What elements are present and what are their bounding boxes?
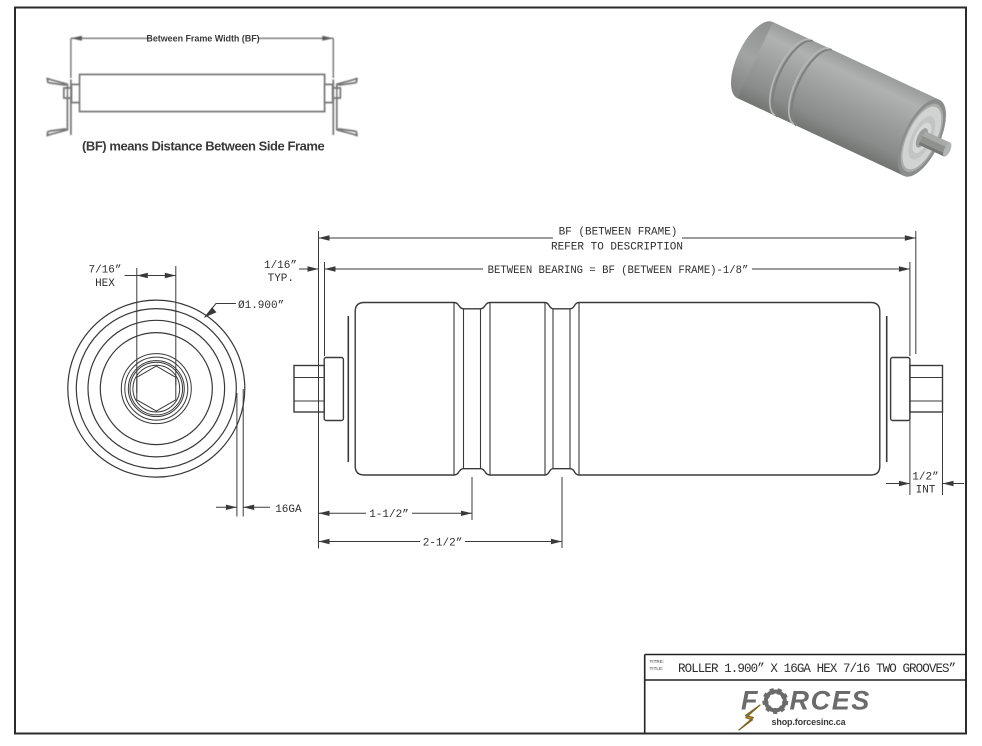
svg-text:2-1/2”: 2-1/2” [423, 538, 463, 550]
svg-text:BF (BETWEEN FRAME): BF (BETWEEN FRAME) [559, 227, 678, 239]
svg-text:16GA: 16GA [275, 504, 302, 516]
svg-text:Ø1.900”: Ø1.900” [238, 300, 284, 312]
svg-text:shop.forcesinc.ca: shop.forcesinc.ca [772, 717, 847, 727]
svg-text:REFER TO DESCRIPTION: REFER TO DESCRIPTION [551, 242, 683, 254]
svg-text:1-1/2”: 1-1/2” [369, 509, 409, 521]
svg-text:Between Frame Width (BF): Between Frame Width (BF) [146, 34, 259, 44]
svg-text:1/16”: 1/16” [264, 260, 297, 272]
svg-text:INT: INT [916, 485, 936, 497]
svg-text:1/2”: 1/2” [912, 472, 938, 484]
svg-text:TITLE:: TITLE: [650, 666, 664, 671]
svg-text:7/16”: 7/16” [88, 265, 121, 277]
svg-text:RCES: RCES [790, 686, 871, 716]
svg-text:HEX: HEX [95, 278, 115, 290]
svg-text:TYP.: TYP. [268, 273, 294, 285]
svg-text:TITRE:: TITRE: [650, 659, 665, 664]
svg-text:BETWEEN BEARING = BF (BETWEEN: BETWEEN BEARING = BF (BETWEEN FRAME)-1/8… [488, 265, 749, 277]
svg-text:F: F [741, 686, 759, 716]
svg-text:(BF) means Distance Between Si: (BF) means Distance Between Side Frame [82, 139, 324, 154]
svg-text:ROLLER 1.900” X 16GA HEX 7/16: ROLLER 1.900” X 16GA HEX 7/16 TWO GROOVE… [678, 662, 956, 676]
